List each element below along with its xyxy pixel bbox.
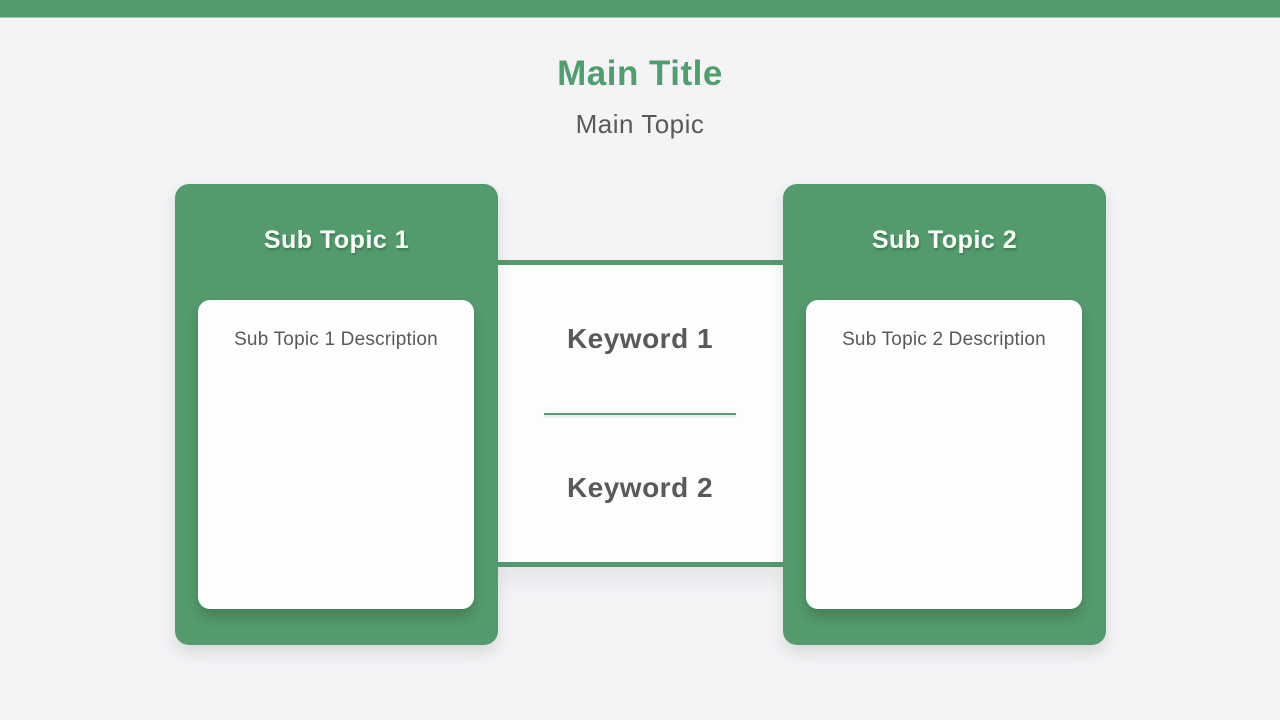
sub-topic-2-description: Sub Topic 2 Description — [842, 329, 1046, 350]
sub-topic-1-card: Sub Topic 1 Sub Topic 1 Description — [175, 184, 498, 645]
keyword-panel: Keyword 1 Keyword 2 — [497, 260, 783, 567]
sub-topic-1-title: Sub Topic 1 — [263, 226, 410, 254]
sub-topic-2-card: Sub Topic 2 Sub Topic 2 Description — [783, 184, 1106, 645]
main-title: Main Title — [557, 54, 723, 93]
main-topic-subtitle: Main Topic — [575, 109, 705, 139]
sub-topic-1-description-box: Sub Topic 1 Description — [198, 300, 474, 609]
top-accent-bar — [0, 0, 1280, 18]
keyword-divider — [544, 412, 736, 415]
sub-topic-2-description-box: Sub Topic 2 Description — [806, 300, 1082, 609]
keyword-1: Keyword 1 — [566, 322, 714, 354]
sub-topic-2-title: Sub Topic 2 — [871, 226, 1018, 254]
sub-topic-1-description: Sub Topic 1 Description — [234, 329, 438, 350]
keyword-2: Keyword 2 — [566, 472, 714, 504]
